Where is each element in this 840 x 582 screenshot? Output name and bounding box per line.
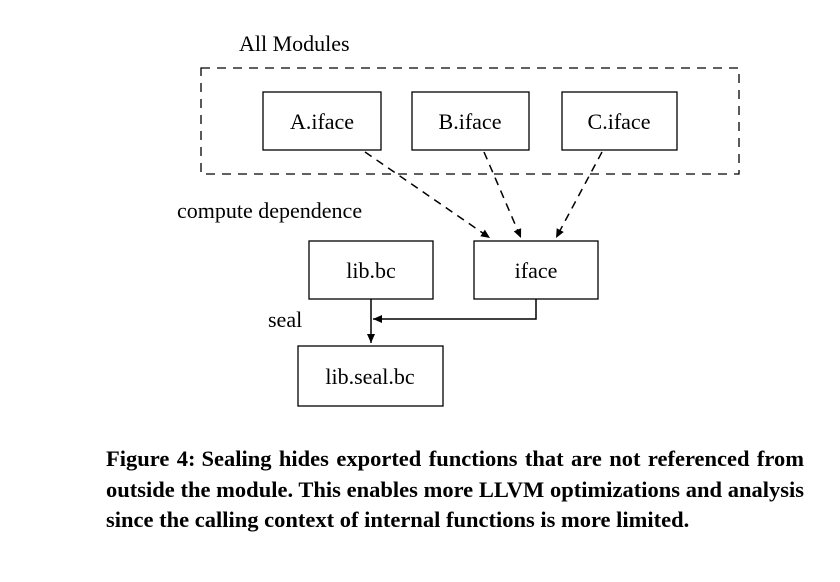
node-lib-bc-label: lib.bc — [346, 258, 396, 283]
edge-iface-to-seal — [373, 299, 537, 323]
node-b-iface-label: B.iface — [439, 109, 502, 134]
dependence-diagram: All Modules A.iface B.iface C.iface comp… — [177, 31, 740, 407]
node-c-iface: C.iface — [561, 91, 678, 151]
node-a-iface: A.iface — [262, 91, 382, 151]
edge-b-to-iface — [483, 151, 522, 239]
node-lib-seal-bc-label: lib.seal.bc — [325, 364, 414, 389]
node-iface: iface — [473, 240, 599, 300]
compute-dependence-label: compute dependence — [177, 198, 362, 223]
node-b-iface: B.iface — [411, 91, 530, 151]
edge-a-to-iface — [364, 151, 491, 239]
node-iface-label: iface — [515, 258, 558, 283]
all-modules-label: All Modules — [239, 31, 350, 56]
node-c-iface-label: C.iface — [588, 109, 651, 134]
figure-caption-label: Figure 4: — [106, 446, 196, 471]
node-a-iface-label: A.iface — [290, 109, 354, 134]
node-lib-bc: lib.bc — [308, 240, 434, 300]
node-lib-seal-bc: lib.seal.bc — [297, 345, 444, 407]
figure-caption: Figure 4:Sealing hides exported function… — [106, 444, 804, 536]
figure-caption-text: Sealing hides exported functions that ar… — [106, 446, 804, 532]
seal-label: seal — [268, 307, 302, 332]
all-modules-group — [200, 67, 740, 175]
edge-c-to-iface — [555, 151, 603, 239]
